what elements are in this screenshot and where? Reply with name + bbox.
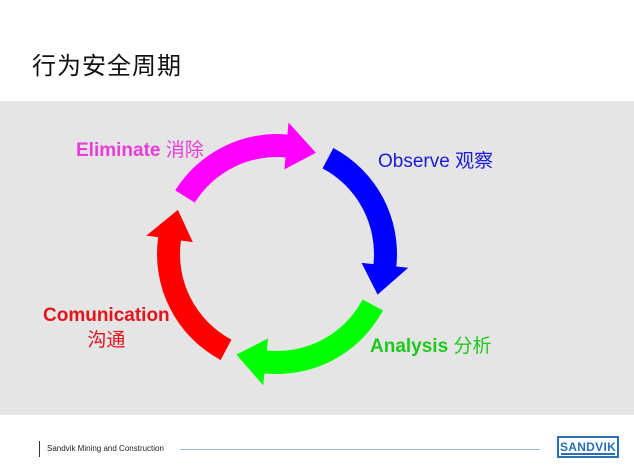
footer-divider: [180, 449, 540, 450]
sandvik-logo-text: SANDVIK: [559, 440, 617, 454]
arrow-analysis: [236, 299, 383, 386]
label-observe-zh: 观察: [455, 150, 494, 172]
label-comunication-zh: 沟通: [87, 329, 126, 351]
arrow-comunication: [146, 209, 232, 360]
label-comunication: Comunication 沟通: [43, 304, 170, 352]
label-analysis-en: Analysis: [370, 336, 449, 357]
sandvik-logo-bar: [561, 453, 615, 455]
footer-company: Sandvik Mining and Construction: [39, 441, 164, 457]
cycle-diagram: [146, 122, 409, 386]
label-observe-en: Observe: [378, 151, 450, 172]
label-analysis-zh: 分析: [453, 335, 492, 357]
slide-title: 行为安全周期: [32, 52, 182, 80]
label-eliminate: Eliminate 消除: [76, 138, 204, 163]
label-analysis: Analysis 分析: [370, 334, 491, 359]
sandvik-logo: SANDVIK: [557, 436, 619, 458]
label-comunication-en: Comunication: [43, 305, 170, 326]
arrow-observe: [322, 148, 409, 295]
label-observe: Observe 观察: [378, 149, 493, 174]
arrow-eliminate: [175, 122, 316, 203]
label-eliminate-zh: 消除: [165, 139, 204, 161]
label-eliminate-en: Eliminate: [76, 140, 161, 161]
